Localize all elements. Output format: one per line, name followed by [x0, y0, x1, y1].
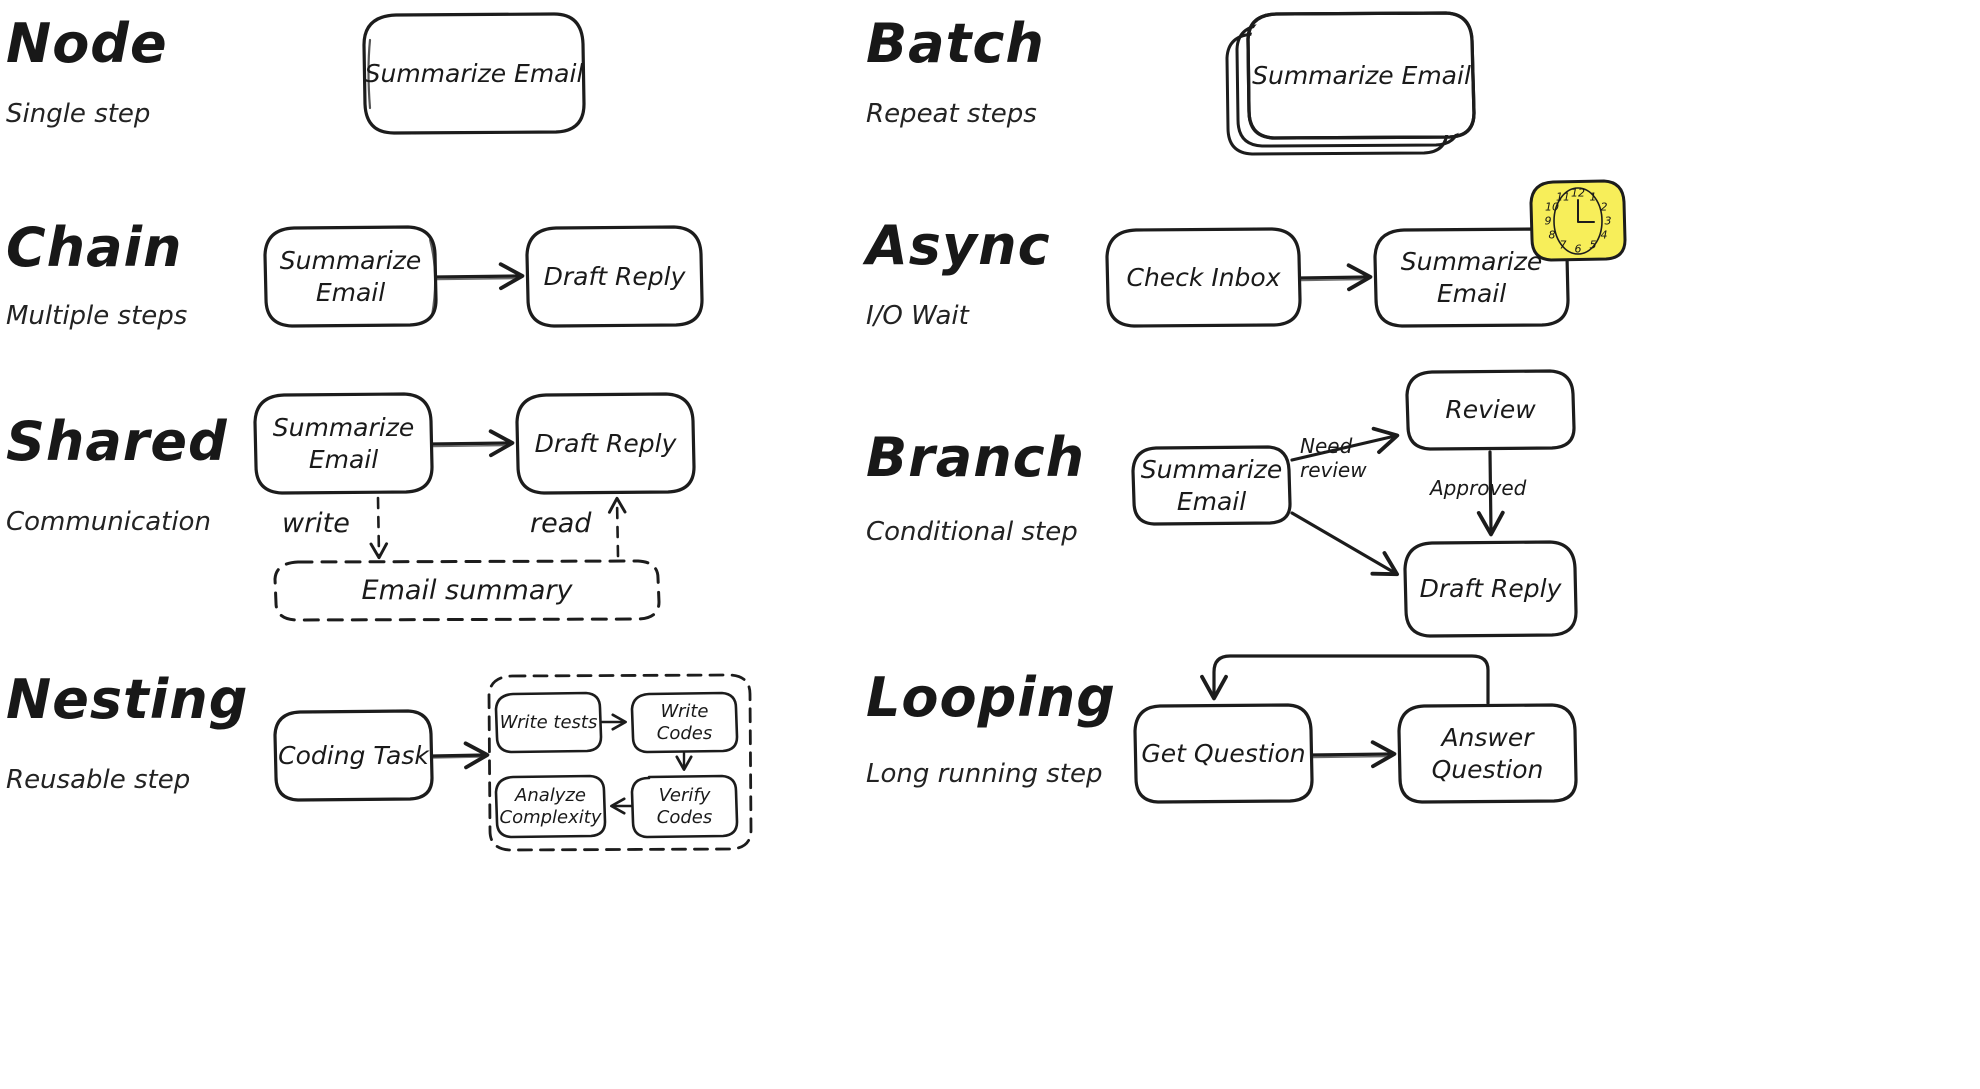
clock-icon-face	[1553, 187, 1603, 255]
branch-edge-approved	[1476, 450, 1505, 537]
pattern-title-branch: Branch	[866, 426, 1086, 489]
clock-icon-numeral-3: 3	[1604, 214, 1612, 228]
clock-icon-numeral-1: 1	[1589, 190, 1597, 204]
clock-icon-numeral-5: 5	[1589, 238, 1597, 252]
shared-summarize-email-box	[253, 392, 434, 495]
clock-icon-numeral-12: 12	[1571, 186, 1585, 200]
clock-icon-numeral-10: 10	[1545, 200, 1560, 214]
pattern-subtitle-shared: Communication	[6, 507, 211, 537]
nesting-coding-task-box	[273, 709, 434, 802]
shared-write-label: write	[282, 508, 350, 539]
shared-store-box	[273, 559, 661, 622]
clock-icon-numeral-2: 2	[1600, 200, 1608, 214]
branch-edge-need-review	[1290, 426, 1400, 462]
clock-icon-numeral-6: 6	[1574, 242, 1582, 256]
pattern-subtitle-batch: Repeat steps	[866, 99, 1037, 129]
pattern-subtitle-chain: Multiple steps	[6, 301, 188, 331]
nesting-analyze-complexity-box	[494, 774, 607, 839]
shared-edge-main	[431, 429, 515, 458]
pattern-subtitle-looping: Long running step	[866, 759, 1103, 789]
branch-draft-reply-box	[1403, 540, 1578, 638]
branch-edge-direct	[1290, 511, 1399, 577]
shared-read-label: read	[530, 508, 592, 539]
chain-draft-reply-box	[525, 225, 704, 328]
clock-icon-numeral-9: 9	[1544, 214, 1552, 228]
pattern-title-looping: Looping	[866, 666, 1116, 729]
pattern-subtitle-async: I/O Wait	[866, 301, 969, 331]
pattern-subtitle-branch: Conditional step	[866, 517, 1078, 547]
pattern-subtitle-node: Single step	[6, 99, 151, 129]
looping-edge-loopback	[1200, 654, 1490, 705]
pattern-title-batch: Batch	[866, 12, 1045, 75]
branch-approved-label: Approved	[1430, 476, 1527, 500]
nesting-write-codes-box	[630, 691, 739, 754]
async-check-inbox-box	[1105, 227, 1302, 328]
looping-get-question-box	[1133, 703, 1314, 804]
node-summarize-email-box	[362, 12, 586, 135]
branch-review-box	[1405, 369, 1576, 451]
clock-icon-numeral-4: 4	[1600, 228, 1608, 242]
nesting-subflow-container	[487, 673, 753, 852]
pattern-title-nesting: Nesting	[6, 668, 249, 731]
pattern-subtitle-nesting: Reusable step	[6, 765, 191, 795]
clock-icon-hands	[1577, 199, 1595, 223]
nesting-verify-codes-box	[630, 774, 739, 839]
nesting-edge-into-subflow	[431, 741, 490, 770]
pattern-title-async: Async	[866, 214, 1051, 277]
chain-summarize-email-box	[263, 225, 438, 328]
clock-icon-numeral-11: 11	[1556, 190, 1570, 204]
shared-write-arrow	[369, 496, 389, 560]
shared-read-arrow	[607, 496, 627, 558]
clock-icon-numeral-7: 7	[1559, 238, 1567, 252]
async-edge-1	[1299, 263, 1373, 292]
pattern-title-shared: Shared	[6, 410, 228, 473]
clock-icon-numeral-8: 8	[1548, 228, 1556, 242]
looping-edge-forward	[1311, 740, 1397, 769]
shared-draft-reply-box	[515, 392, 696, 495]
shared-store-label: Email summary	[361, 575, 573, 606]
pattern-title-node: Node	[6, 12, 168, 75]
nesting-write-tests-box	[494, 691, 603, 754]
branch-need-review-label: Need review	[1300, 434, 1367, 483]
branch-summarize-email-box	[1131, 445, 1292, 526]
chain-edge-1	[435, 262, 525, 291]
pattern-title-chain: Chain	[6, 216, 183, 279]
looping-answer-question-box	[1397, 703, 1578, 804]
